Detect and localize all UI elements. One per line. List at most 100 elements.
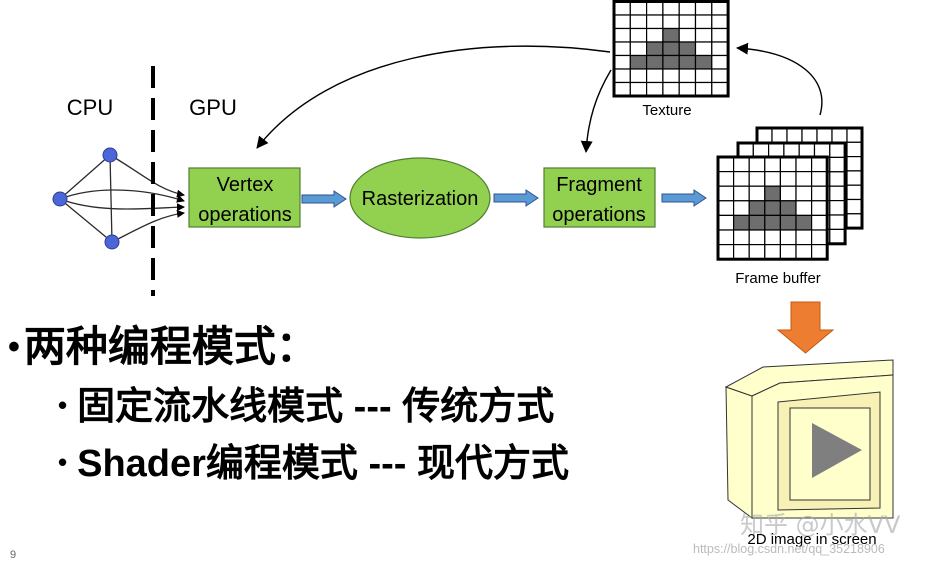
csdn-url-watermark: https://blog.csdn.net/qq_35218906 xyxy=(693,542,885,556)
cpu-edge xyxy=(59,198,113,243)
play-icon xyxy=(812,423,862,478)
texture-cell-filled xyxy=(678,41,697,57)
cpu-to-gpu-arrow xyxy=(59,198,185,212)
rasterization-stage: Rasterization xyxy=(349,157,491,239)
rasterization-label: Rasterization xyxy=(362,188,479,210)
texture-cell-filled xyxy=(645,54,664,70)
frame-buffer-cell xyxy=(795,244,813,260)
cpu-node xyxy=(52,191,68,207)
frame-buffer-cell xyxy=(732,185,750,202)
frame-buffer-cell xyxy=(717,171,735,187)
frame-buffer-cell xyxy=(795,229,813,246)
texture-cell xyxy=(629,41,648,57)
texture-grid xyxy=(612,0,730,98)
frame-buffer-cell xyxy=(829,171,846,187)
texture-cell xyxy=(694,68,713,84)
fragment-operations-stage: Fragment operations xyxy=(543,167,656,228)
texture-cell xyxy=(629,81,648,97)
frame-buffer-cell xyxy=(783,142,800,158)
frame-buffer-cell-filled xyxy=(748,200,766,217)
frame-buffer-cell-filled xyxy=(779,200,797,217)
frame-buffer-cell xyxy=(846,127,863,143)
frame-buffer-cell xyxy=(779,171,797,187)
texture-cell xyxy=(678,14,697,30)
frame-buffer-cell xyxy=(717,229,735,246)
frame-buffer-cell xyxy=(795,156,813,173)
frame-buffer-cell xyxy=(748,229,766,246)
fragment-operations-box xyxy=(543,167,656,228)
screen-illustration xyxy=(724,359,894,519)
frame-buffer-cell xyxy=(748,244,766,260)
texture-cell xyxy=(613,41,631,57)
bullet-marker: • xyxy=(8,328,20,366)
framebuffer-to-texture-arrow xyxy=(736,42,823,116)
flow-arrow-fragment-to-framebuffer xyxy=(661,189,707,207)
frame-buffer-cell xyxy=(813,142,831,158)
frame-buffer-cell xyxy=(732,171,750,187)
frame-buffer-cell xyxy=(779,229,797,246)
frame-buffer-cell xyxy=(846,141,863,158)
flow-arrow-vertex-to-raster xyxy=(301,190,347,208)
cpu-to-gpu-arrow xyxy=(109,154,185,198)
frame-buffer-cell xyxy=(829,228,846,245)
frame-buffer-cell xyxy=(846,213,863,229)
texture-cell xyxy=(613,68,631,84)
bullet-item-text: Shader编程模式 --- 现代方式 xyxy=(77,443,570,485)
texture-cell xyxy=(711,14,729,30)
frame-buffer-cell-filled xyxy=(764,185,781,202)
rasterization-ellipse xyxy=(349,157,491,239)
cpu-to-gpu-arrow xyxy=(59,189,185,203)
texture-cell xyxy=(613,81,631,97)
frame-buffer-cell xyxy=(748,171,766,187)
texture-cell xyxy=(645,68,664,84)
fragment-operations-label-line1: Fragment xyxy=(556,174,642,196)
texture-cell xyxy=(613,27,631,43)
frame-buffer-cell-filled xyxy=(748,214,766,231)
frame-buffer-cell xyxy=(829,156,846,173)
frame-buffer-cell xyxy=(717,214,735,231)
flow-arrow-raster-to-fragment xyxy=(493,189,539,207)
frame-buffer-label: Frame buffer xyxy=(735,270,821,287)
frame-buffer-cell xyxy=(795,185,813,202)
frame-buffer-cell xyxy=(786,127,803,143)
output-down-arrow xyxy=(776,301,835,354)
frame-buffer-cell xyxy=(764,229,781,246)
vertex-operations-label-line1: Vertex xyxy=(217,174,274,196)
frame-buffer-cell xyxy=(829,142,846,158)
frame-buffer-cell xyxy=(795,171,813,187)
frame-buffer-cell xyxy=(846,170,863,186)
texture-cell xyxy=(711,41,729,57)
texture-cell xyxy=(645,27,664,43)
bullet-marker: • xyxy=(58,390,68,420)
bullet-heading-text: 两种编程模式： xyxy=(23,323,318,370)
frame-buffer-cell-filled xyxy=(764,200,781,217)
frame-buffer-cell xyxy=(798,142,816,158)
cpu-to-gpu-arrow xyxy=(111,209,185,243)
texture-cell xyxy=(694,41,713,57)
texture-cell xyxy=(694,81,713,97)
frame-buffer-cell xyxy=(846,156,863,172)
vertex-operations-box xyxy=(188,167,301,228)
texture-cell xyxy=(662,68,680,84)
frame-buffer-cell xyxy=(810,244,828,260)
cpu-node xyxy=(102,147,118,163)
frame-buffer-cell xyxy=(764,156,781,173)
frame-buffer-cell xyxy=(748,156,766,173)
frame-buffer-cell xyxy=(829,185,846,202)
bullet-item-text: 固定流水线模式 --- 传统方式 xyxy=(77,386,555,428)
vertex-operations-stage: Vertex operations xyxy=(188,167,301,228)
frame-buffer-cell xyxy=(756,127,773,143)
zhihu-watermark: 知乎 @小水VV xyxy=(740,511,901,539)
frame-buffer-cell xyxy=(732,229,750,246)
texture-cell xyxy=(645,81,664,97)
texture-cell-filled xyxy=(662,27,680,43)
page-number: 9 xyxy=(10,549,17,561)
bullet-heading: •两种编程模式： xyxy=(8,322,318,372)
texture-cell-border xyxy=(612,0,730,98)
frame-buffer-cell xyxy=(771,127,788,143)
frame-buffer-cell xyxy=(732,200,750,217)
texture-cell xyxy=(629,0,648,16)
frame-buffer-cell xyxy=(846,184,863,201)
